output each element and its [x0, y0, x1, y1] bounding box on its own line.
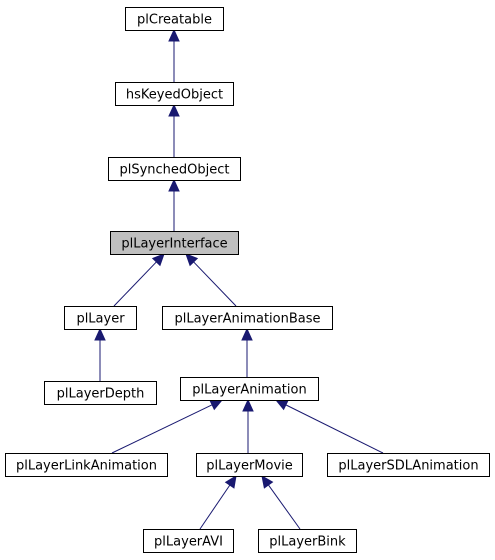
- class-label: plCreatable: [137, 13, 212, 28]
- edge-pl-layer-movie-to-pl-layer-animation: [242, 398, 254, 453]
- arrowhead-icon: [261, 475, 274, 489]
- edges-layer: [94, 28, 384, 530]
- arrowhead-icon: [274, 399, 289, 411]
- class-label: plLayerMovie: [206, 459, 293, 474]
- edge-line: [111, 404, 213, 454]
- class-node-pl-layer[interactable]: plLayer: [64, 306, 137, 330]
- class-label: plLayerAnimation: [192, 383, 306, 398]
- edge-line: [285, 404, 384, 454]
- arrowhead-icon: [242, 398, 254, 412]
- edge-pl-layer-to-pl-layer-interface: [113, 253, 165, 307]
- edge-pl-layer-sdlanimation-to-pl-layer-animation: [274, 399, 384, 454]
- class-label: plLayerAnimationBase: [174, 312, 320, 327]
- class-box[interactable]: [44, 381, 157, 405]
- class-box[interactable]: [5, 453, 168, 477]
- current-class-box[interactable]: [110, 231, 239, 255]
- edge-pl-layer-interface-to-pl-synched-object: [168, 178, 180, 231]
- class-node-pl-layer-depth[interactable]: plLayerDepth: [44, 381, 157, 405]
- arrowhead-icon: [168, 178, 180, 192]
- arrowhead-icon: [168, 28, 180, 42]
- class-node-pl-layer-animation-base[interactable]: plLayerAnimationBase: [162, 306, 333, 330]
- class-label: plLayerLinkAnimation: [16, 459, 157, 474]
- class-box[interactable]: [115, 82, 234, 106]
- class-box[interactable]: [258, 529, 357, 553]
- class-node-hs-keyed-object[interactable]: hsKeyedObject: [115, 82, 234, 106]
- class-node-pl-layer-avi[interactable]: plLayerAVI: [143, 529, 234, 553]
- class-label: plLayerDepth: [57, 387, 145, 402]
- arrowhead-icon: [241, 327, 253, 341]
- class-node-pl-layer-animation[interactable]: plLayerAnimation: [180, 377, 319, 401]
- class-label: plLayerInterface: [121, 237, 227, 252]
- class-node-pl-creatable[interactable]: plCreatable: [125, 7, 224, 31]
- edge-pl-synched-object-to-hs-keyed-object: [168, 103, 180, 157]
- class-node-pl-layer-interface[interactable]: plLayerInterface: [110, 231, 239, 255]
- class-label: plLayerAVI: [154, 535, 223, 550]
- class-box[interactable]: [327, 453, 490, 477]
- arrowhead-icon: [209, 399, 224, 411]
- edge-line: [193, 261, 237, 307]
- arrowhead-icon: [224, 475, 237, 489]
- class-box[interactable]: [64, 306, 137, 330]
- class-box[interactable]: [162, 306, 333, 330]
- class-node-pl-layer-movie[interactable]: plLayerMovie: [196, 453, 303, 477]
- arrowhead-icon: [151, 253, 165, 267]
- class-label: plLayerBink: [269, 535, 346, 550]
- class-node-pl-layer-link-animation[interactable]: plLayerLinkAnimation: [5, 453, 168, 477]
- class-node-pl-layer-bink[interactable]: plLayerBink: [258, 529, 357, 553]
- edge-pl-layer-animation-base-to-pl-layer-interface: [185, 253, 237, 307]
- arrowhead-icon: [185, 253, 199, 267]
- edge-line: [199, 484, 231, 530]
- class-node-pl-synched-object[interactable]: plSynchedObject: [108, 157, 241, 181]
- edge-pl-layer-bink-to-pl-layer-movie: [261, 475, 301, 530]
- class-box[interactable]: [143, 529, 234, 553]
- edge-hs-keyed-object-to-pl-creatable: [168, 28, 180, 82]
- class-label: plSynchedObject: [119, 163, 229, 178]
- edge-line: [113, 261, 157, 307]
- nodes-layer: plCreatable hsKeyedObject plSynchedObject p…: [5, 7, 490, 553]
- class-label: plLayerSDLAnimation: [338, 459, 478, 474]
- class-box[interactable]: [180, 377, 319, 401]
- class-box[interactable]: [196, 453, 303, 477]
- edge-pl-layer-depth-to-pl-layer: [94, 327, 106, 381]
- arrowhead-icon: [94, 327, 106, 341]
- edge-pl-layer-link-animation-to-pl-layer-animation: [111, 399, 224, 454]
- edge-line: [268, 484, 301, 530]
- edge-pl-layer-avi-to-pl-layer-movie: [199, 475, 237, 530]
- class-label: plLayer: [76, 312, 125, 327]
- class-box[interactable]: [108, 157, 241, 181]
- class-node-pl-layer-sdlanimation[interactable]: plLayerSDLAnimation: [327, 453, 490, 477]
- edge-pl-layer-animation-to-pl-layer-animation-base: [241, 327, 253, 377]
- arrowhead-icon: [168, 103, 180, 117]
- class-box[interactable]: [125, 7, 224, 31]
- class-label: hsKeyedObject: [126, 88, 223, 103]
